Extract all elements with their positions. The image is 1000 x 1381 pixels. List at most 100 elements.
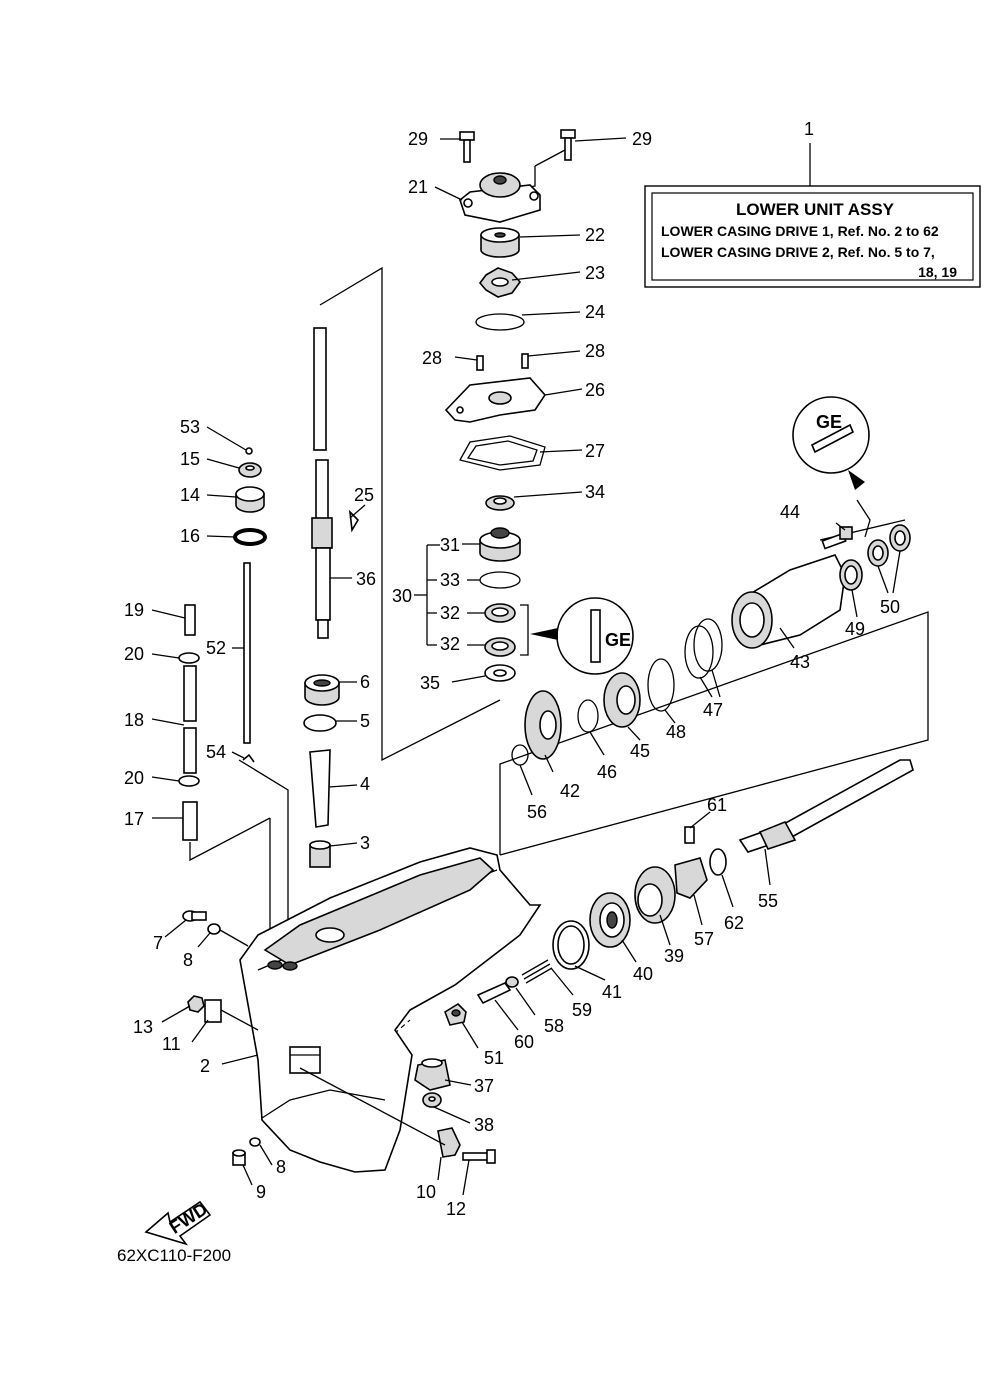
callout-50: 50 [880,597,900,617]
dowel-pin-28-left [476,355,484,371]
callout-58: 58 [544,1016,564,1036]
lower-casing [239,847,542,1173]
o-ring-47-b [693,618,723,672]
callout-39: 39 [664,946,684,966]
shim-41 [552,920,590,970]
callout-19: 19 [124,600,144,620]
callout-numbers: 2 3 4 5 6 7 8 8 9 10 11 12 13 14 15 16 1… [124,129,900,1219]
propeller-shaft-55 [738,759,914,853]
box-line-2: LOWER CASING DRIVE 2, Ref. No. 5 to 7, [661,244,935,260]
callout-18: 18 [124,710,144,730]
ball-58 [505,976,519,988]
needle-bearing-49 [839,559,863,591]
leader-lines [151,137,901,1196]
callout-11: 11 [162,1034,181,1054]
callout-20-bottom: 20 [124,768,144,788]
pinion-37 [414,1058,451,1091]
callout-41: 41 [602,982,622,1002]
hose-18-bottom [183,727,197,774]
gasket-inner [466,440,538,466]
callout-1: 1 [804,119,814,139]
drive-shaft [311,327,333,639]
o-ring-33 [479,571,521,589]
shim-46 [577,699,599,733]
o-ring-48 [647,658,675,712]
oil-seals-50 [867,524,911,567]
callout-3: 3 [360,833,370,853]
callout-4: 4 [360,774,370,794]
impeller [478,267,522,298]
grommet-11 [204,999,222,1023]
callout-51: 51 [484,1048,504,1068]
callout-57: 57 [694,929,714,949]
callout-48: 48 [666,722,686,742]
shift-slider-60 [476,982,512,1005]
clip-54 [242,753,255,763]
callout-24: 24 [585,302,605,322]
callout-29-right: 29 [632,129,652,149]
nipple-17 [182,801,198,841]
callout-55: 55 [758,891,778,911]
callout-32-lower: 32 [440,634,460,654]
callout-9: 9 [256,1182,266,1202]
callout-6: 6 [360,672,370,692]
bolt-44 [821,526,853,550]
callout-12: 12 [446,1199,466,1219]
propeller-shaft-housing-43 [731,554,846,649]
callout-54: 54 [206,742,226,762]
callout-25: 25 [354,485,374,505]
bearing-6 [304,674,340,706]
callout-38: 38 [474,1115,494,1135]
callout-22: 22 [585,225,605,245]
o-ring-47-a [684,625,714,679]
callout-47: 47 [703,700,723,720]
bolt-29-right [560,129,576,161]
washer-8-bottom [249,1137,261,1147]
callout-31: 31 [440,535,460,555]
callout-13: 13 [133,1017,153,1037]
shift-cam-14 [235,486,265,513]
hose-clamp-20-top [178,652,200,664]
hose-18-top [183,665,197,722]
callout-27: 27 [585,441,605,461]
callout-7: 7 [153,933,163,953]
box-line-1: LOWER CASING DRIVE 1, Ref. No. 2 to 62 [661,223,939,239]
callout-15: 15 [180,449,200,469]
box-title: LOWER UNIT ASSY [736,200,895,219]
shift-plunger-51 [444,1002,467,1026]
forward-gear-39 [634,866,676,924]
bolt-7 [182,910,207,922]
oil-seal-32-lower [484,637,516,657]
callout-49: 49 [845,619,865,639]
callout-5: 5 [360,711,370,731]
callout-20-top: 20 [124,644,144,664]
water-pump-housing [459,172,541,223]
callout-30: 30 [392,586,412,606]
callout-35: 35 [420,673,440,693]
gasket [459,435,546,471]
pin-61 [684,826,695,844]
callout-26: 26 [585,380,605,400]
callout-28-left: 28 [422,348,442,368]
washer-8-top [207,923,221,935]
oil-seal-32-upper [484,603,516,623]
nut-38 [422,1092,442,1108]
callout-33: 33 [440,570,460,590]
callout-46: 46 [597,762,617,782]
callout-10: 10 [416,1182,436,1202]
reverse-gear-42 [524,690,562,760]
needle-bearing-3 [309,840,331,868]
callout-44: 44 [780,502,800,522]
callout-43: 43 [790,652,810,672]
callout-17: 17 [124,809,144,829]
callout-8-top: 8 [183,950,193,970]
dog-clutch-57 [674,857,708,899]
callout-32-upper: 32 [440,603,460,623]
nut-13 [187,995,205,1013]
callout-37: 37 [474,1076,494,1096]
callout-16: 16 [180,526,200,546]
plug-9 [232,1149,246,1166]
lower-unit-assy-box: 1 LOWER UNIT ASSY LOWER CASING DRIVE 1, … [644,119,981,288]
fwd-arrow-icon: FWD [144,1199,212,1246]
